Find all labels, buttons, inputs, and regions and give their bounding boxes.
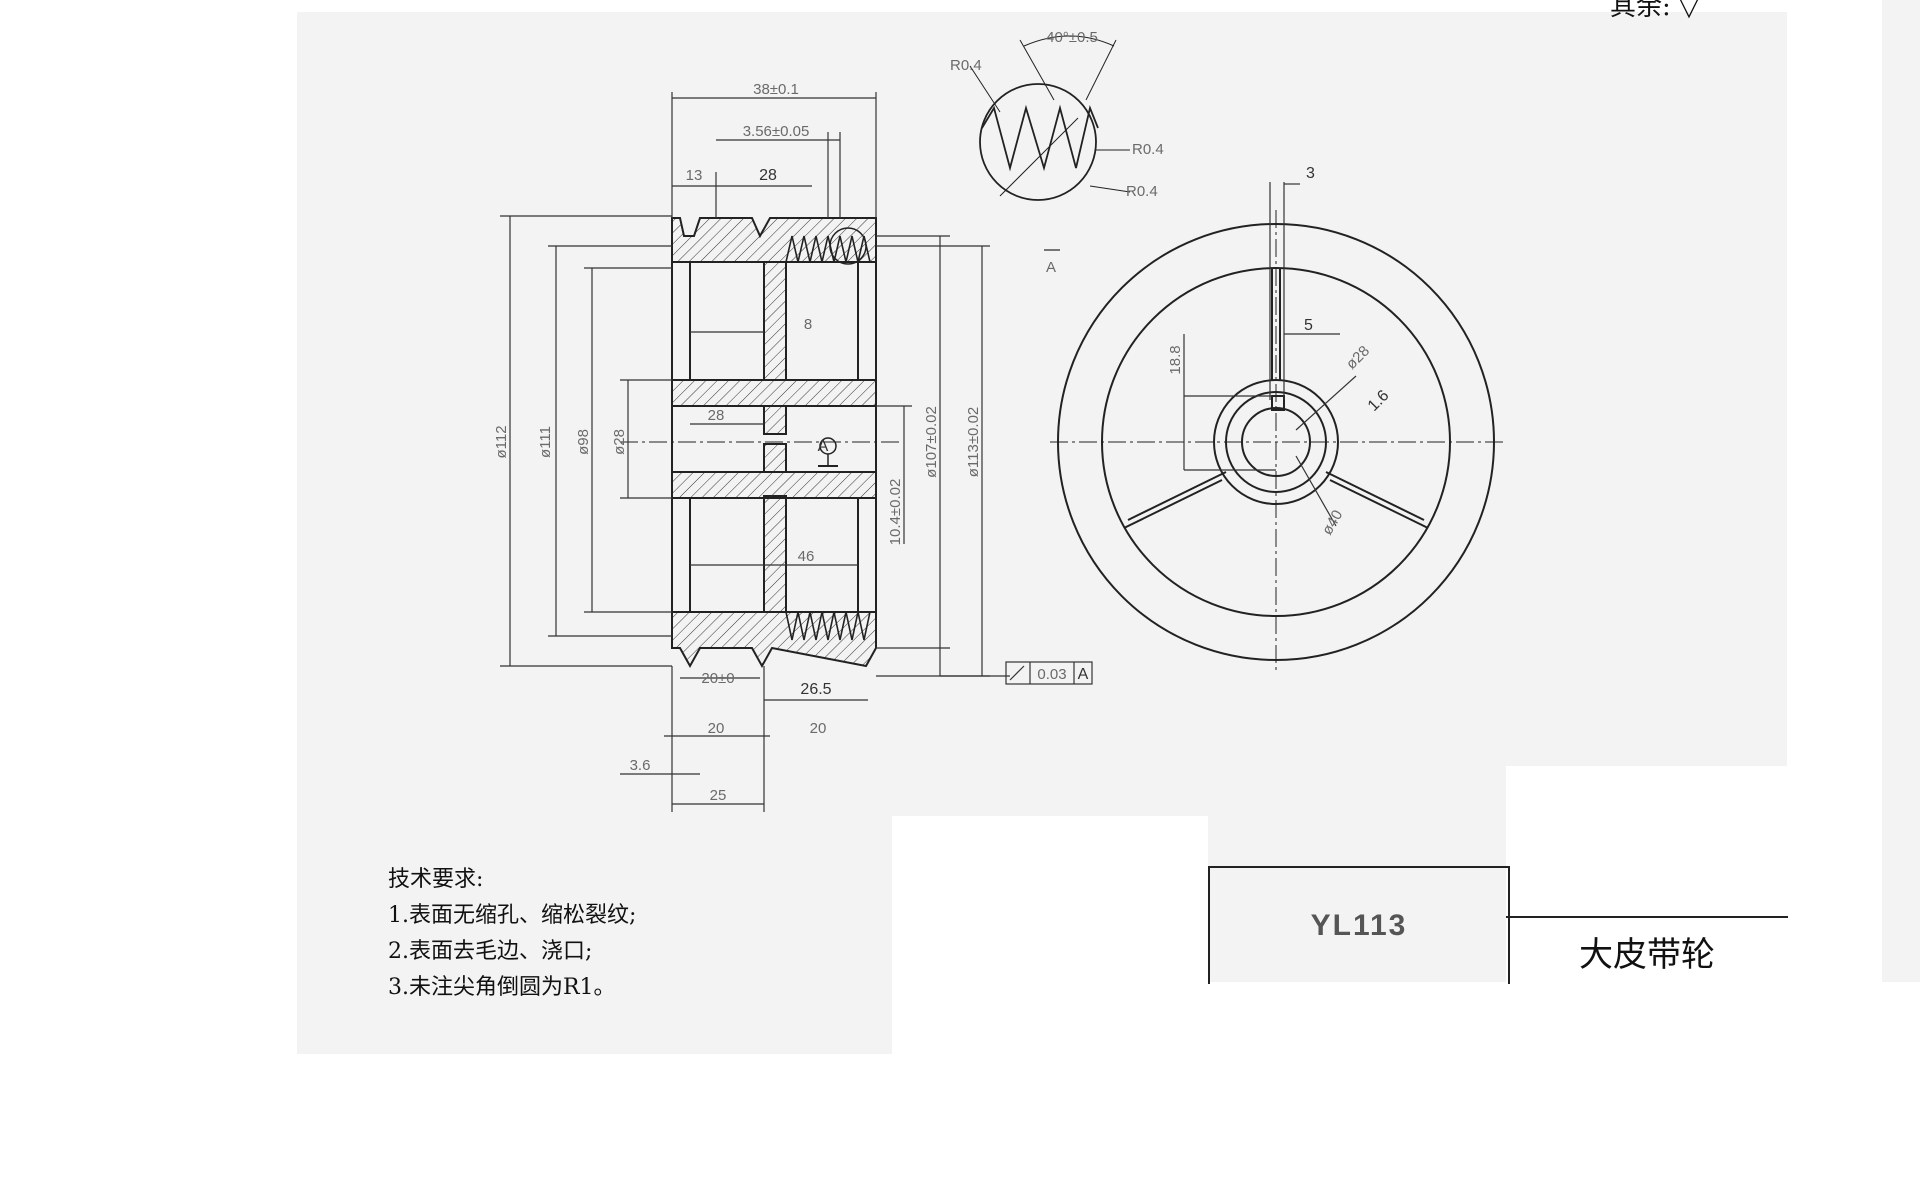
section-dimension-lines bbox=[500, 92, 1010, 812]
drawing-sheet bbox=[297, 12, 1787, 816]
dim-groove-pitch: 3.56±0.05 bbox=[743, 123, 810, 140]
hub-bottom bbox=[671, 471, 877, 499]
runout-frame bbox=[1005, 661, 1093, 685]
hub-top bbox=[671, 379, 877, 407]
titleblock-panel bbox=[1208, 816, 1506, 982]
detail-scale-label: A bbox=[1046, 259, 1056, 276]
dim-20-bottom: 20 bbox=[708, 720, 725, 737]
hub-step-bottom bbox=[763, 443, 787, 473]
section-view bbox=[620, 217, 900, 669]
dim-8: 8 bbox=[804, 316, 812, 333]
dia-10: 10.4±0.02 bbox=[887, 479, 904, 546]
requirements-heading: 技术要求: bbox=[388, 867, 484, 892]
corner-note-text: 其余: bbox=[1610, 0, 1671, 22]
finish-1-6: 1.6 bbox=[1365, 387, 1393, 415]
part-code: YL113 bbox=[1208, 866, 1510, 984]
detail-tooth-angle: 40°±0.5 bbox=[1046, 29, 1098, 46]
runout-datum: A bbox=[1078, 666, 1089, 683]
detail-r-right: R0.4 bbox=[1132, 141, 1164, 158]
sheet-cutout bbox=[1506, 766, 1788, 916]
dim-25: 25 bbox=[710, 787, 727, 804]
dia-98: ø98 bbox=[575, 429, 592, 455]
dim-overall-width: 38±0.1 bbox=[753, 81, 799, 98]
dim-28-top: 28 bbox=[759, 167, 777, 184]
front-view bbox=[1050, 210, 1506, 670]
dim-26-5: 26.5 bbox=[800, 681, 831, 698]
surface-finish-note: 其余: ▽ bbox=[1610, 0, 1699, 23]
hub-dia: ø40 bbox=[1319, 507, 1347, 538]
top-rim-section bbox=[671, 217, 877, 263]
requirement-item: 2.表面去毛边、浇口; bbox=[388, 939, 593, 964]
dia-outer: ø112 bbox=[493, 425, 510, 458]
dim-28-hub: 28 bbox=[708, 407, 725, 424]
dia-28: ø28 bbox=[611, 429, 628, 455]
detail-view bbox=[969, 35, 1131, 251]
datum-label: A bbox=[818, 438, 829, 455]
finish-symbol-icon: ▽ bbox=[1679, 0, 1700, 22]
hub-step-top bbox=[763, 405, 787, 435]
part-name: 大皮带轮 bbox=[1506, 916, 1788, 984]
dia-111: ø111 bbox=[537, 426, 554, 458]
requirement-item: 3.未注尖角倒圆为R1。 bbox=[388, 975, 616, 1000]
web-bottom bbox=[763, 495, 787, 613]
dim-3: 3 bbox=[1306, 165, 1315, 182]
dim-13-top: 13 bbox=[686, 167, 703, 184]
notes-panel bbox=[297, 816, 892, 1054]
right-strip bbox=[1882, 0, 1920, 982]
bottom-rim-section bbox=[671, 611, 877, 669]
dia-107: ø107±0.02 bbox=[923, 406, 940, 478]
technical-requirements: 技术要求: 1.表面无缩孔、缩松裂纹; 2.表面去毛边、浇口; 3.未注尖角倒圆… bbox=[388, 862, 636, 1006]
keyway-width: 5 bbox=[1304, 317, 1313, 334]
requirement-item: 1.表面无缩孔、缩松裂纹; bbox=[388, 903, 637, 928]
dim-20-bottom-2: 20 bbox=[810, 720, 827, 737]
dia-113: ø113±0.02 bbox=[965, 407, 982, 478]
dim-20: 20±0 bbox=[701, 670, 734, 687]
dim-46: 46 bbox=[798, 548, 815, 565]
runout-value: 0.03 bbox=[1037, 666, 1066, 683]
web-top bbox=[763, 261, 787, 381]
detail-r-top: R0.4 bbox=[950, 57, 982, 74]
dim-3-6: 3.6 bbox=[630, 757, 651, 774]
bore-dia: ø28 bbox=[1343, 343, 1373, 373]
keyway-depth: 18.8 bbox=[1167, 345, 1184, 374]
front-dimension-lines bbox=[1183, 182, 1357, 527]
detail-r-bottom: R0.4 bbox=[1126, 183, 1158, 200]
